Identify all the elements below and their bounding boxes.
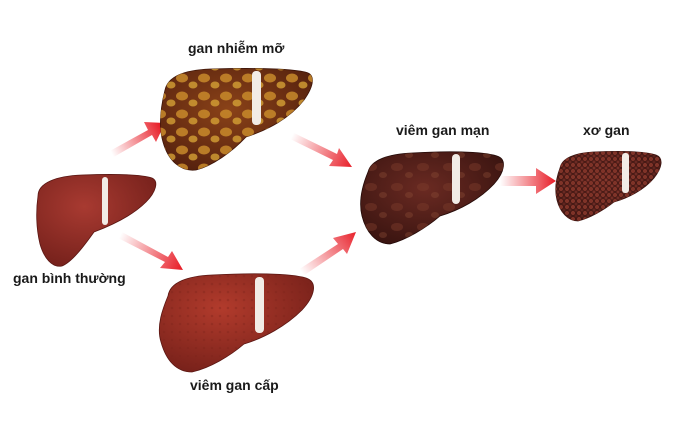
- arrow-chronic-to-cirrhosis-icon: [500, 168, 556, 194]
- label-cirrhosis: xơ gan: [583, 122, 630, 138]
- label-fatty-liver: gan nhiễm mỡ: [188, 40, 285, 56]
- label-acute-hepatitis: viêm gan cấp: [190, 377, 279, 393]
- arrow-acute-to-chronic-icon: [298, 232, 356, 276]
- arrow-fatty-to-chronic-icon: [288, 132, 352, 167]
- label-chronic-hepatitis: viêm gan mạn: [396, 122, 490, 138]
- arrow-normal-to-acute-icon: [118, 232, 183, 270]
- label-normal-liver: gan bình thường: [13, 270, 126, 286]
- liver-acute-icon: [158, 273, 314, 373]
- liver-cirrhosis-icon: [555, 151, 662, 222]
- ligament: [622, 153, 629, 193]
- liver-fatty-icon: [159, 68, 313, 171]
- ligament: [255, 277, 264, 333]
- ligament: [452, 154, 460, 204]
- liver-normal-icon: [36, 174, 157, 267]
- ligament: [252, 71, 261, 125]
- liver-chronic-icon: [360, 151, 504, 245]
- arrow-normal-to-fatty-icon: [108, 122, 165, 158]
- ligament: [102, 177, 108, 225]
